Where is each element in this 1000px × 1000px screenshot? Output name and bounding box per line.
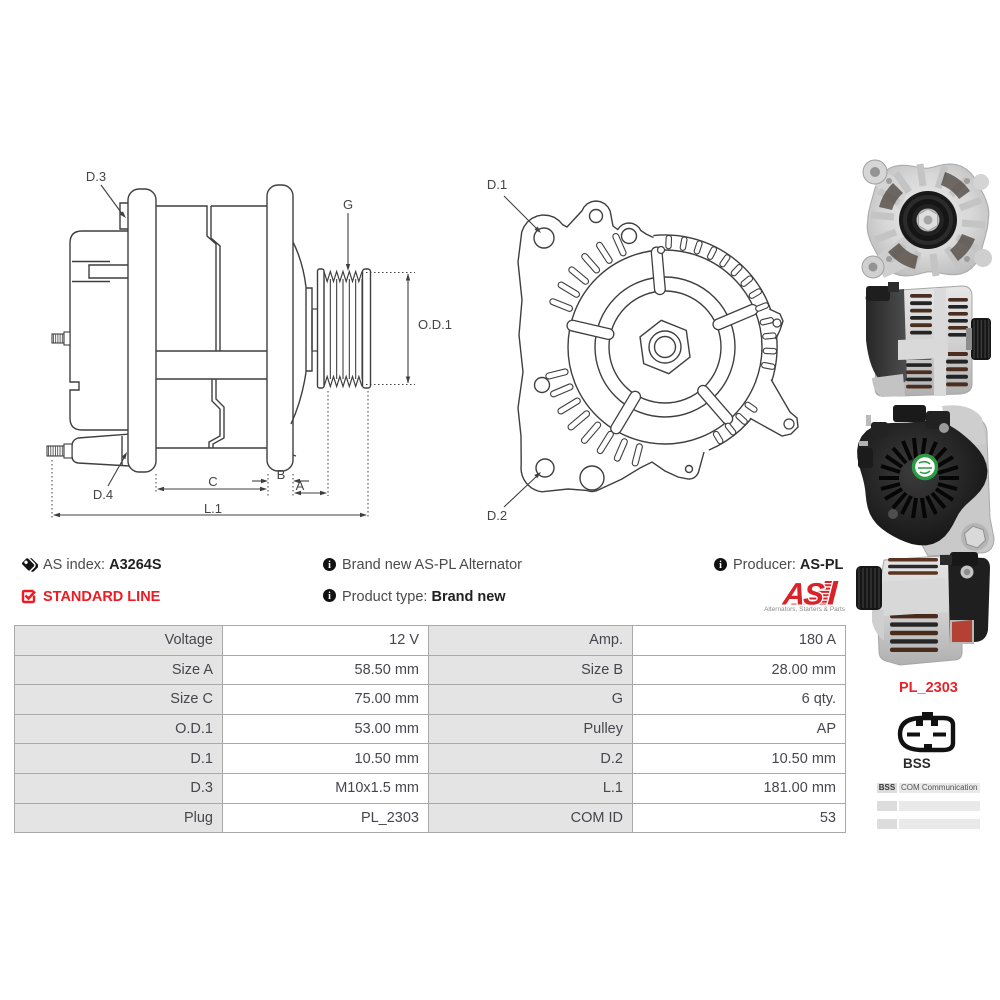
svg-text:D.2: D.2 xyxy=(487,508,507,523)
svg-text:D.1: D.1 xyxy=(487,177,507,192)
svg-text:AS: AS xyxy=(780,577,826,612)
svg-text:A: A xyxy=(296,478,305,493)
svg-text:i: i xyxy=(328,560,331,571)
svg-text:O.D.1: O.D.1 xyxy=(418,317,452,332)
svg-text:i: i xyxy=(328,591,331,602)
svg-text:D.4: D.4 xyxy=(93,487,113,502)
svg-text:L.1: L.1 xyxy=(204,501,222,516)
svg-text:D.3: D.3 xyxy=(86,169,106,184)
svg-text:i: i xyxy=(719,560,722,571)
svg-text:B: B xyxy=(277,467,286,482)
svg-text:G: G xyxy=(343,197,353,212)
svg-text:C: C xyxy=(208,474,217,489)
